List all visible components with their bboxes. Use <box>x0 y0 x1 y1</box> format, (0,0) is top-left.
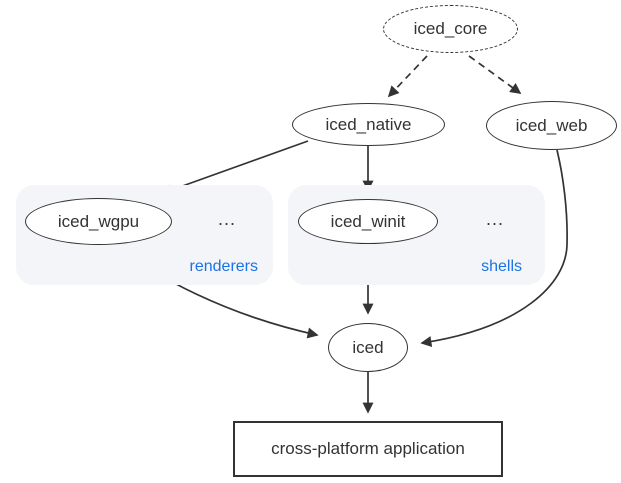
edge-core-to-native <box>387 55 428 98</box>
node-iced-web-label: iced_web <box>515 115 588 135</box>
node-iced-web: iced_web <box>486 101 617 150</box>
node-iced-wgpu: iced_wgpu <box>25 198 172 245</box>
group-label-renderers: renderers <box>189 258 258 275</box>
node-iced-native-label: iced_native <box>325 114 412 134</box>
edge-web-to-iced <box>420 149 568 348</box>
node-cross-platform-application-label: cross-platform application <box>271 439 465 458</box>
node-iced-winit: iced_winit <box>298 199 438 244</box>
shells-ellipsis: ... <box>485 209 504 229</box>
node-iced-core-label: iced_core <box>413 19 488 38</box>
node-iced: iced <box>328 323 408 372</box>
node-iced-winit-label: iced_winit <box>330 211 406 231</box>
renderers-ellipsis: ... <box>217 209 236 229</box>
node-cross-platform-application: cross-platform application <box>233 421 503 477</box>
node-iced-core: iced_core <box>383 5 518 53</box>
group-label-shells: shells <box>481 258 522 275</box>
node-iced-native: iced_native <box>292 103 445 146</box>
node-iced-wgpu-label: iced_wgpu <box>57 211 140 231</box>
edge-native-to-wgpu <box>161 140 309 196</box>
edge-core-to-web <box>468 55 522 94</box>
node-iced-label: iced <box>352 337 384 357</box>
